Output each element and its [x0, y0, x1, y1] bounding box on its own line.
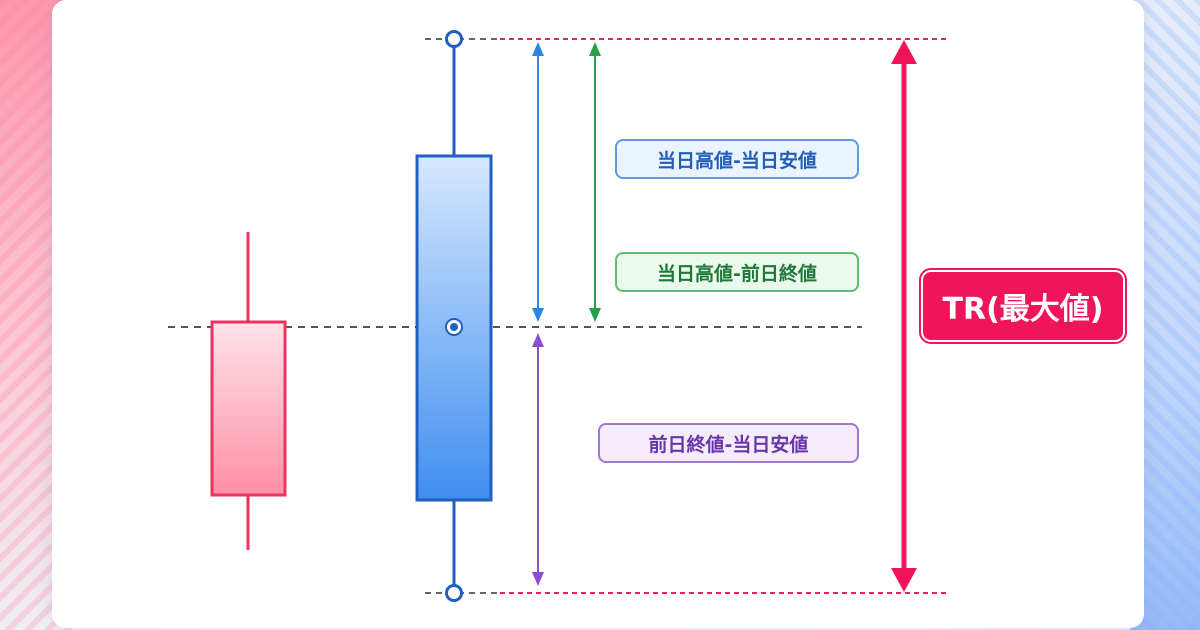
low-point-marker [445, 584, 463, 602]
label-true-range: TR(最大値) [919, 268, 1127, 344]
arrow-true-range [891, 40, 917, 592]
arrow-high-low [532, 42, 544, 322]
arrow-prevclose-low [532, 333, 544, 586]
label-high-minus-low: 当日高値-当日安値 [615, 139, 859, 179]
arrow-high-prevclose [589, 42, 601, 322]
previous-close-marker-dot [450, 323, 458, 331]
label-prev-close-minus-low: 前日終値-当日安値 [598, 423, 859, 463]
previous-candle-body [210, 320, 287, 497]
high-point-marker [445, 30, 463, 48]
label-high-minus-prev-close: 当日高値-前日終値 [615, 252, 859, 292]
